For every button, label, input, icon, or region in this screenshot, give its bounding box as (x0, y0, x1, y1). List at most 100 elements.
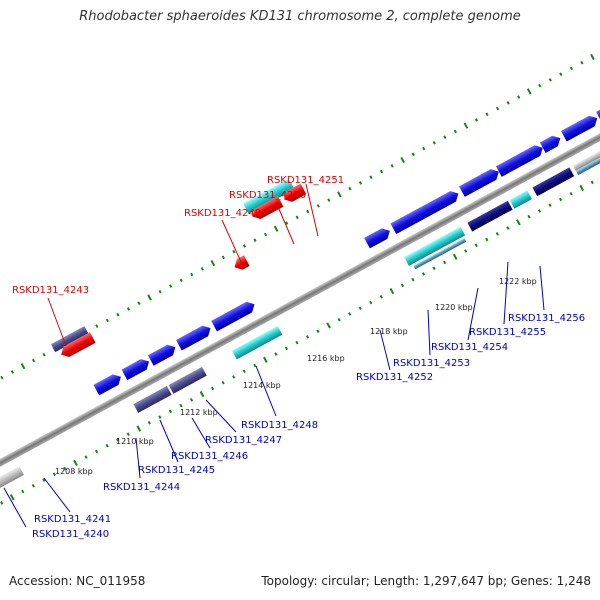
upper-tick-mark (369, 175, 373, 180)
gene-label-4248[interactable]: RSKD131_4248 (241, 420, 318, 431)
gene-label-4254[interactable]: RSKD131_4254 (431, 342, 508, 353)
gene-4248-category[interactable] (231, 325, 283, 360)
gene-4251-reverse[interactable] (281, 183, 307, 205)
tick-label: 1216 kbp (307, 354, 345, 363)
gene-label-4246[interactable]: RSKD131_4246 (171, 451, 248, 462)
gene-4254b-forward[interactable] (495, 142, 546, 177)
gene-4246-category[interactable] (168, 366, 207, 394)
gene-4254b-category[interactable] (509, 190, 532, 209)
gene-4256-category[interactable] (572, 146, 600, 171)
gene-4245-category[interactable] (133, 385, 172, 413)
upper-tick-mark (169, 284, 173, 288)
gene-4253-category[interactable] (404, 226, 466, 266)
genome-summary-text: Topology: circular; Length: 1,297,647 bp… (261, 574, 591, 588)
lower-tick-mark (379, 295, 383, 299)
gene-4243-reverse[interactable] (58, 332, 96, 360)
upper-tick-mark (506, 100, 510, 105)
lower-tick-mark (221, 380, 225, 385)
lower-tick-mark (189, 398, 194, 402)
gene-4241-category[interactable] (0, 466, 25, 497)
upper-tick-mark (538, 83, 542, 88)
gene-label-4243[interactable]: RSKD131_4243 (12, 285, 89, 296)
gene-4247-forward[interactable] (176, 323, 213, 351)
tick-label: 1222 kbp (499, 277, 537, 286)
leader-4240 (3, 487, 27, 528)
lower-tick-mark (84, 455, 88, 459)
gene-4250-reverse[interactable] (250, 196, 284, 222)
gene-label-4249[interactable]: RSKD131_4249 (184, 208, 261, 219)
gene-4252-forward[interactable] (364, 225, 393, 249)
upper-tick-mark (569, 66, 573, 71)
gene-4248-forward[interactable] (211, 299, 257, 332)
tick-label: 1208 kbp (55, 467, 93, 476)
gene-label-4253[interactable]: RSKD131_4253 (393, 358, 470, 369)
upper-tick-mark (485, 112, 489, 117)
gene-label-4247[interactable]: RSKD131_4247 (205, 435, 282, 446)
leader-4247 (205, 399, 237, 433)
lower-tick-mark (316, 329, 320, 333)
gene-label-4240[interactable]: RSKD131_4240 (32, 529, 109, 540)
lower-tick-mark (232, 375, 236, 379)
gene-label-4255[interactable]: RSKD131_4255 (469, 327, 546, 338)
lower-tick-mark (95, 449, 99, 454)
lower-tick-mark (168, 409, 173, 414)
gene-4249-reverse[interactable] (232, 255, 250, 272)
gene-4253-forward[interactable] (390, 188, 461, 235)
upper-tick-mark (116, 312, 120, 317)
upper-tick-mark (221, 255, 225, 260)
lower-tick-row (0, 180, 594, 505)
leader-4249 (221, 219, 243, 265)
upper-tick-mark (179, 278, 183, 283)
lower-tick-mark (569, 191, 573, 196)
upper-tick-mark (95, 324, 99, 328)
upper-tick-mark (432, 141, 436, 145)
lower-tick-mark (52, 472, 57, 477)
lower-tick-mark (263, 356, 268, 363)
lower-tick-mark (199, 391, 205, 398)
lower-tick-mark (443, 260, 447, 265)
gene-label-4244[interactable]: RSKD131_4244 (103, 482, 180, 493)
gene-4246-forward[interactable] (147, 342, 178, 366)
gene-label-4241[interactable]: RSKD131_4241 (34, 514, 111, 525)
lower-tick-mark (158, 415, 162, 419)
upper-tick-mark (232, 249, 236, 254)
lower-tick-mark (42, 478, 46, 482)
upper-tick-mark (126, 307, 131, 311)
gene-label-4256[interactable]: RSKD131_4256 (508, 313, 585, 324)
gene-4245-forward[interactable] (121, 356, 152, 381)
lower-tick-mark (105, 443, 109, 448)
lower-tick-mark (147, 420, 151, 425)
upper-tick-mark (590, 53, 595, 61)
lower-tick-mark (31, 483, 35, 488)
lower-tick-mark (537, 209, 542, 213)
gene-4256-forward[interactable] (560, 113, 600, 142)
upper-tick-mark (411, 152, 415, 157)
tick-label: 1220 kbp (435, 303, 473, 312)
gene-4244-forward[interactable] (93, 371, 123, 396)
gene-label-4245[interactable]: RSKD131_4245 (138, 465, 215, 476)
lower-tick-mark (284, 346, 289, 351)
upper-tick-mark (295, 215, 299, 220)
lower-tick-mark (369, 300, 373, 305)
lower-tick-mark (274, 352, 278, 356)
gene-4255-forward[interactable] (539, 133, 563, 153)
gene-4255-category[interactable] (532, 167, 575, 197)
lower-tick-mark (506, 226, 510, 230)
gene-4250-highlight[interactable] (243, 178, 295, 215)
lower-tick-mark (452, 253, 458, 260)
leader-4256 (539, 265, 545, 311)
gene-4243-category[interactable] (50, 326, 89, 353)
gene-label-4251[interactable]: RSKD131_4251 (267, 175, 344, 186)
gene-4256b-category[interactable] (575, 151, 600, 176)
tick-label: 1214 kbp (243, 381, 281, 390)
upper-tick-mark (273, 225, 279, 232)
chromosome-backbone (0, 96, 600, 504)
gene-label-4252[interactable]: RSKD131_4252 (356, 372, 433, 383)
gene-4253b-category[interactable] (413, 238, 467, 270)
gene-4254-category[interactable] (467, 200, 513, 232)
upper-tick-mark (242, 244, 247, 248)
gene-label-4250[interactable]: RSKD131_4250 (229, 190, 306, 201)
gene-4254-forward[interactable] (459, 166, 502, 197)
lower-tick-mark (179, 403, 183, 408)
